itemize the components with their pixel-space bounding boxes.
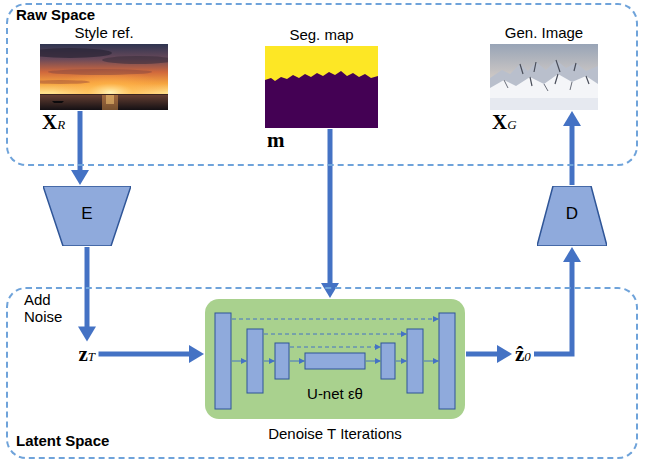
arrow-line bbox=[328, 129, 333, 285]
image-title: Seg. map bbox=[289, 26, 353, 43]
flow-arrow bbox=[321, 129, 339, 298]
coder-trapezoid: E bbox=[43, 186, 131, 246]
latent-symbol: ẑ0 bbox=[515, 344, 531, 365]
coder-trapezoid: D bbox=[537, 186, 607, 246]
symbol-label: XR bbox=[42, 112, 65, 133]
arrow-head bbox=[321, 283, 339, 298]
image-panel: Gen. ImageXG bbox=[490, 44, 598, 110]
arrow-line bbox=[466, 352, 499, 357]
mountain-photo bbox=[490, 44, 598, 110]
space-region: Raw Space bbox=[6, 3, 638, 166]
region-title: Latent Space bbox=[16, 432, 109, 449]
flow-arrow bbox=[71, 111, 89, 185]
symbol-label: m bbox=[267, 130, 285, 151]
arrow-head bbox=[563, 247, 581, 262]
latent-variable: zT bbox=[77, 343, 98, 366]
arrow-line bbox=[78, 111, 83, 172]
arrow-head bbox=[563, 111, 581, 126]
symbol-label: XG bbox=[492, 112, 517, 133]
region-title: Raw Space bbox=[16, 6, 95, 23]
sunset-photo bbox=[40, 44, 168, 110]
arrow-head bbox=[497, 345, 512, 363]
arrow-head bbox=[71, 170, 89, 185]
space-region: Latent Space zT U-net εθ bbox=[6, 287, 638, 459]
image-panel: Seg. mapm bbox=[265, 46, 378, 128]
image-title: Style ref. bbox=[74, 24, 133, 41]
arrow-line bbox=[534, 260, 572, 354]
arrow-head bbox=[189, 345, 204, 363]
flow-arrow bbox=[78, 247, 96, 342]
arrow-head bbox=[78, 327, 96, 342]
flow-arrow bbox=[563, 111, 581, 185]
unet-box: U-net εθDenoise T Iterations bbox=[205, 299, 465, 419]
image-panel: Style ref.XR bbox=[40, 44, 168, 110]
latent-symbol: zT bbox=[79, 344, 96, 365]
segmentation-map bbox=[265, 46, 378, 128]
flow-arrow bbox=[466, 345, 512, 363]
flow-arrow bbox=[99, 345, 205, 363]
flow-arrow bbox=[534, 247, 581, 354]
trapezoid-shape bbox=[537, 186, 607, 246]
network-label: U-net εθ bbox=[205, 385, 465, 402]
trapezoid-shape bbox=[43, 186, 131, 246]
arrow-line bbox=[99, 352, 192, 357]
coder-label: E bbox=[43, 204, 131, 224]
latent-variable: ẑ0 bbox=[513, 343, 533, 366]
image-title: Gen. Image bbox=[505, 24, 583, 41]
arrow-line bbox=[570, 124, 575, 185]
edge-label: Add Noise bbox=[24, 291, 74, 325]
caption-text: Denoise T Iterations bbox=[268, 425, 402, 442]
coder-label: D bbox=[537, 204, 607, 224]
